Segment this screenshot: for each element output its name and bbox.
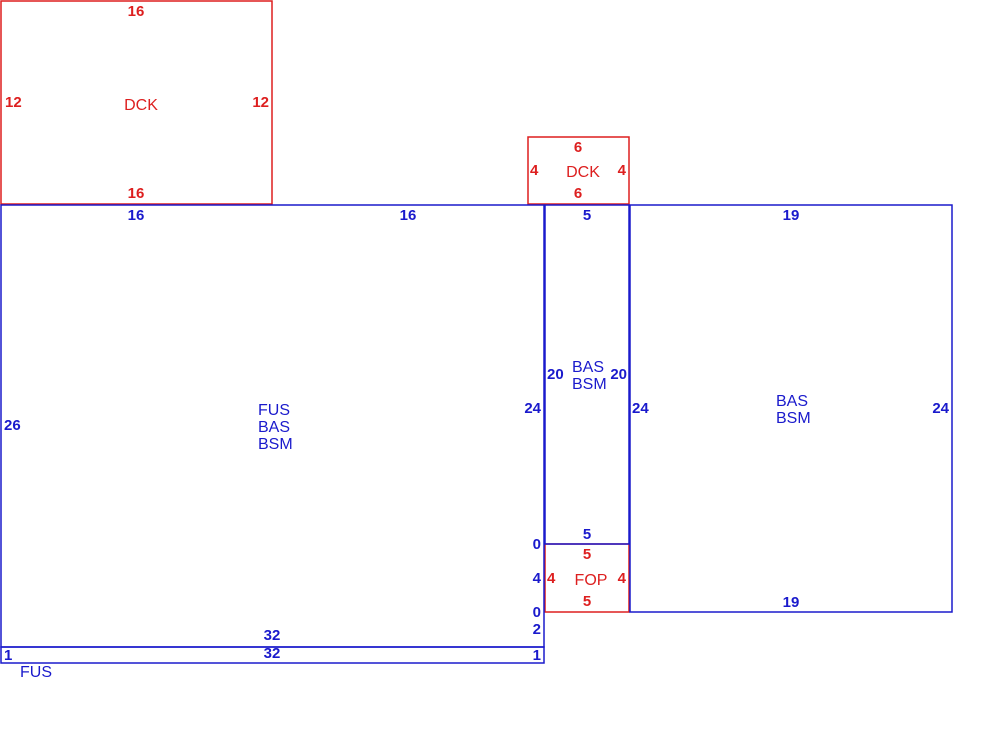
main-fus-dim-top-right: 16 bbox=[400, 207, 417, 224]
right-bas-dim-bottom: 19 bbox=[783, 594, 800, 611]
main-fus-dim-bottom: 32 bbox=[264, 627, 281, 644]
dck-small-dim-bottom: 6 bbox=[574, 185, 582, 202]
dck-large-label: DCK bbox=[124, 97, 158, 114]
dck-large-dim-left: 12 bbox=[5, 94, 22, 111]
fop-dim-bottom: 5 bbox=[583, 593, 591, 610]
strip-fus-label: FUS bbox=[20, 664, 52, 681]
dck-large-dim-bottom: 16 bbox=[128, 185, 145, 202]
fop-dim-top: 5 bbox=[583, 546, 591, 563]
wall-dim-lower-two: 2 bbox=[533, 621, 541, 638]
narrow-bas-dim-bottom: 5 bbox=[583, 526, 591, 543]
right-bas-dim-left: 24 bbox=[632, 400, 649, 417]
main-fus-dim-right: 24 bbox=[524, 400, 541, 417]
strip-fus-outline bbox=[0, 646, 545, 664]
strip-fus-dim-right: 1 bbox=[533, 647, 541, 664]
main-fus-dim-top-left: 16 bbox=[128, 207, 145, 224]
narrow-bas-dim-left: 20 bbox=[547, 366, 564, 383]
wall-dim-lower-zero: 0 bbox=[533, 604, 541, 621]
dck-large-outline bbox=[0, 0, 273, 205]
main-fus-dim-left: 26 bbox=[4, 417, 21, 434]
right-bas-dim-right: 24 bbox=[932, 400, 949, 417]
right-bas-outline bbox=[629, 204, 953, 613]
dck-large-dim-top: 16 bbox=[128, 3, 145, 20]
narrow-bas-dim-right: 20 bbox=[610, 366, 627, 383]
right-bas-dim-top: 19 bbox=[783, 207, 800, 224]
dck-small-outline bbox=[527, 136, 630, 205]
dck-small-dim-left: 4 bbox=[530, 162, 539, 179]
dck-small-dim-top: 6 bbox=[574, 139, 582, 156]
main-fus-label-2: BAS bbox=[258, 419, 290, 436]
fop-dim-left: 4 bbox=[547, 570, 556, 587]
main-fus-label-3: BSM bbox=[258, 436, 293, 453]
dck-small-dim-right: 4 bbox=[618, 162, 627, 179]
dck-small-label: DCK bbox=[566, 164, 600, 181]
dck-large-dim-right: 12 bbox=[252, 94, 269, 111]
narrow-bas-label-2: BSM bbox=[572, 376, 607, 393]
strip-fus-dim-top: 32 bbox=[264, 645, 281, 662]
strip-fus-dim-left: 1 bbox=[4, 647, 12, 664]
narrow-bas-dim-top: 5 bbox=[583, 207, 591, 224]
fop-dim-right: 4 bbox=[618, 570, 627, 587]
wall-dim-middle: 4 bbox=[533, 570, 542, 587]
narrow-bas-label-1: BAS bbox=[572, 359, 604, 376]
wall-dim-upper-zero: 0 bbox=[533, 536, 541, 553]
fop-label: FOP bbox=[575, 572, 608, 589]
right-bas-label-1: BAS bbox=[776, 393, 808, 410]
narrow-bas-outline bbox=[544, 204, 630, 545]
main-fus-label-1: FUS bbox=[258, 402, 290, 419]
right-bas-label-2: BSM bbox=[776, 410, 811, 427]
